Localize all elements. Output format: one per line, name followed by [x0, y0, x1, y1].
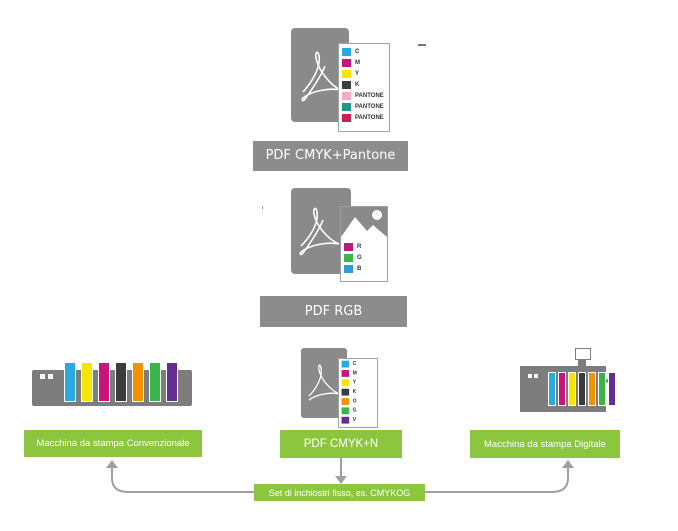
- swatch-row: PANTONE: [339, 101, 389, 112]
- color-swatch: [342, 47, 351, 56]
- swatch-row: B: [341, 263, 387, 274]
- digital-press-illustration: [520, 348, 620, 414]
- image-icon: [341, 207, 387, 237]
- swatch-row: M: [339, 57, 389, 68]
- color-swatch: [342, 113, 351, 122]
- swatch-row: O: [339, 396, 371, 405]
- color-swatch: [342, 91, 351, 100]
- color-swatch: [341, 416, 350, 424]
- ink-unit: [558, 372, 566, 406]
- color-swatch: [342, 58, 351, 67]
- color-swatch: [341, 360, 350, 368]
- ink-unit: [568, 372, 576, 406]
- acrobat-icon: [299, 207, 340, 256]
- ink-unit: [132, 362, 144, 402]
- ink-unit: [548, 372, 556, 406]
- color-swatch: [341, 378, 350, 386]
- ink-unit: [578, 372, 586, 406]
- acrobat-icon: [308, 364, 340, 401]
- press-indicator: [528, 374, 532, 378]
- conventional-press-illustration: [32, 362, 192, 408]
- swatch-row: C: [339, 359, 371, 368]
- swatch-row: Y: [339, 68, 389, 79]
- swatch-label: B: [357, 265, 362, 272]
- digital-press-label: Macchina da stampa Digitale: [470, 430, 620, 458]
- color-swatch: [344, 264, 353, 273]
- swatch-label: V: [352, 417, 357, 423]
- swatch-label: PANTONE: [355, 114, 384, 121]
- ink-unit: [115, 362, 127, 402]
- swatch-row: M: [339, 368, 371, 377]
- ink-unit: [588, 372, 596, 406]
- swatch-label: PANTONE: [355, 92, 384, 99]
- press-top-unit: [575, 348, 591, 360]
- swatch-label: O: [352, 398, 357, 404]
- color-swatch: [341, 397, 350, 405]
- press-body: [32, 370, 192, 406]
- swatch-row: Y: [339, 378, 371, 387]
- ink-unit: [166, 362, 178, 402]
- swatch-label: C: [355, 48, 360, 55]
- arrow-head-up: [106, 460, 118, 468]
- swatch-label: K: [355, 81, 360, 88]
- swatch-row: K: [339, 387, 371, 396]
- swatch-row: G: [341, 252, 387, 263]
- ink-unit: [64, 362, 76, 402]
- color-swatch: [341, 407, 350, 414]
- swatch-label: R: [357, 243, 362, 250]
- ink-unit: [98, 362, 110, 402]
- swatch-row: PANTONE: [339, 112, 389, 123]
- swatch-row: R: [341, 241, 387, 252]
- color-swatch: [342, 102, 351, 111]
- swatch-row: G: [339, 406, 371, 415]
- dash-mark: [418, 44, 426, 46]
- swatch-label: G: [352, 407, 357, 413]
- swatch-row: PANTONE: [339, 90, 389, 101]
- swatch-row: K: [339, 79, 389, 90]
- swatch-label: M: [355, 59, 360, 66]
- arrow-head-down: [335, 476, 347, 484]
- color-swatch: [341, 369, 350, 377]
- rgb-label: PDF RGB: [260, 296, 407, 327]
- swatch-label: K: [352, 389, 357, 395]
- color-swatch: [342, 80, 351, 89]
- press-top-stand: [578, 360, 586, 366]
- ink-unit: [81, 362, 93, 402]
- cmyk-pantone-label: PDF CMYK+Pantone: [253, 141, 408, 171]
- swatch-label: C: [352, 361, 357, 367]
- arrow-head-up: [562, 460, 574, 468]
- swatch-label: PANTONE: [355, 103, 384, 110]
- press-indicator: [40, 374, 45, 379]
- ink-unit: [598, 372, 606, 406]
- color-swatch: [344, 242, 353, 251]
- color-swatch: [344, 253, 353, 262]
- swatch-label: Y: [355, 70, 360, 77]
- press-indicator: [534, 374, 538, 378]
- cmyk-n-label: PDF CMYK+N: [280, 430, 402, 458]
- swatch-label: M: [352, 370, 357, 376]
- swatch-label: G: [357, 254, 362, 261]
- conventional-press-label: Macchina da stampa Convenzionale: [24, 430, 202, 457]
- ink-set-label: Set di inchiostri fisso, es. CMYKOG: [254, 484, 425, 501]
- press-indicator: [48, 374, 53, 379]
- color-swatch: [342, 69, 351, 78]
- swatch-label: Y: [352, 379, 357, 385]
- small-tick-mark: [262, 206, 263, 209]
- swatch-row: C: [339, 46, 389, 57]
- ink-unit: [149, 362, 161, 402]
- color-swatch: [341, 388, 350, 396]
- ink-unit: [608, 372, 616, 406]
- swatch-row: V: [339, 415, 371, 424]
